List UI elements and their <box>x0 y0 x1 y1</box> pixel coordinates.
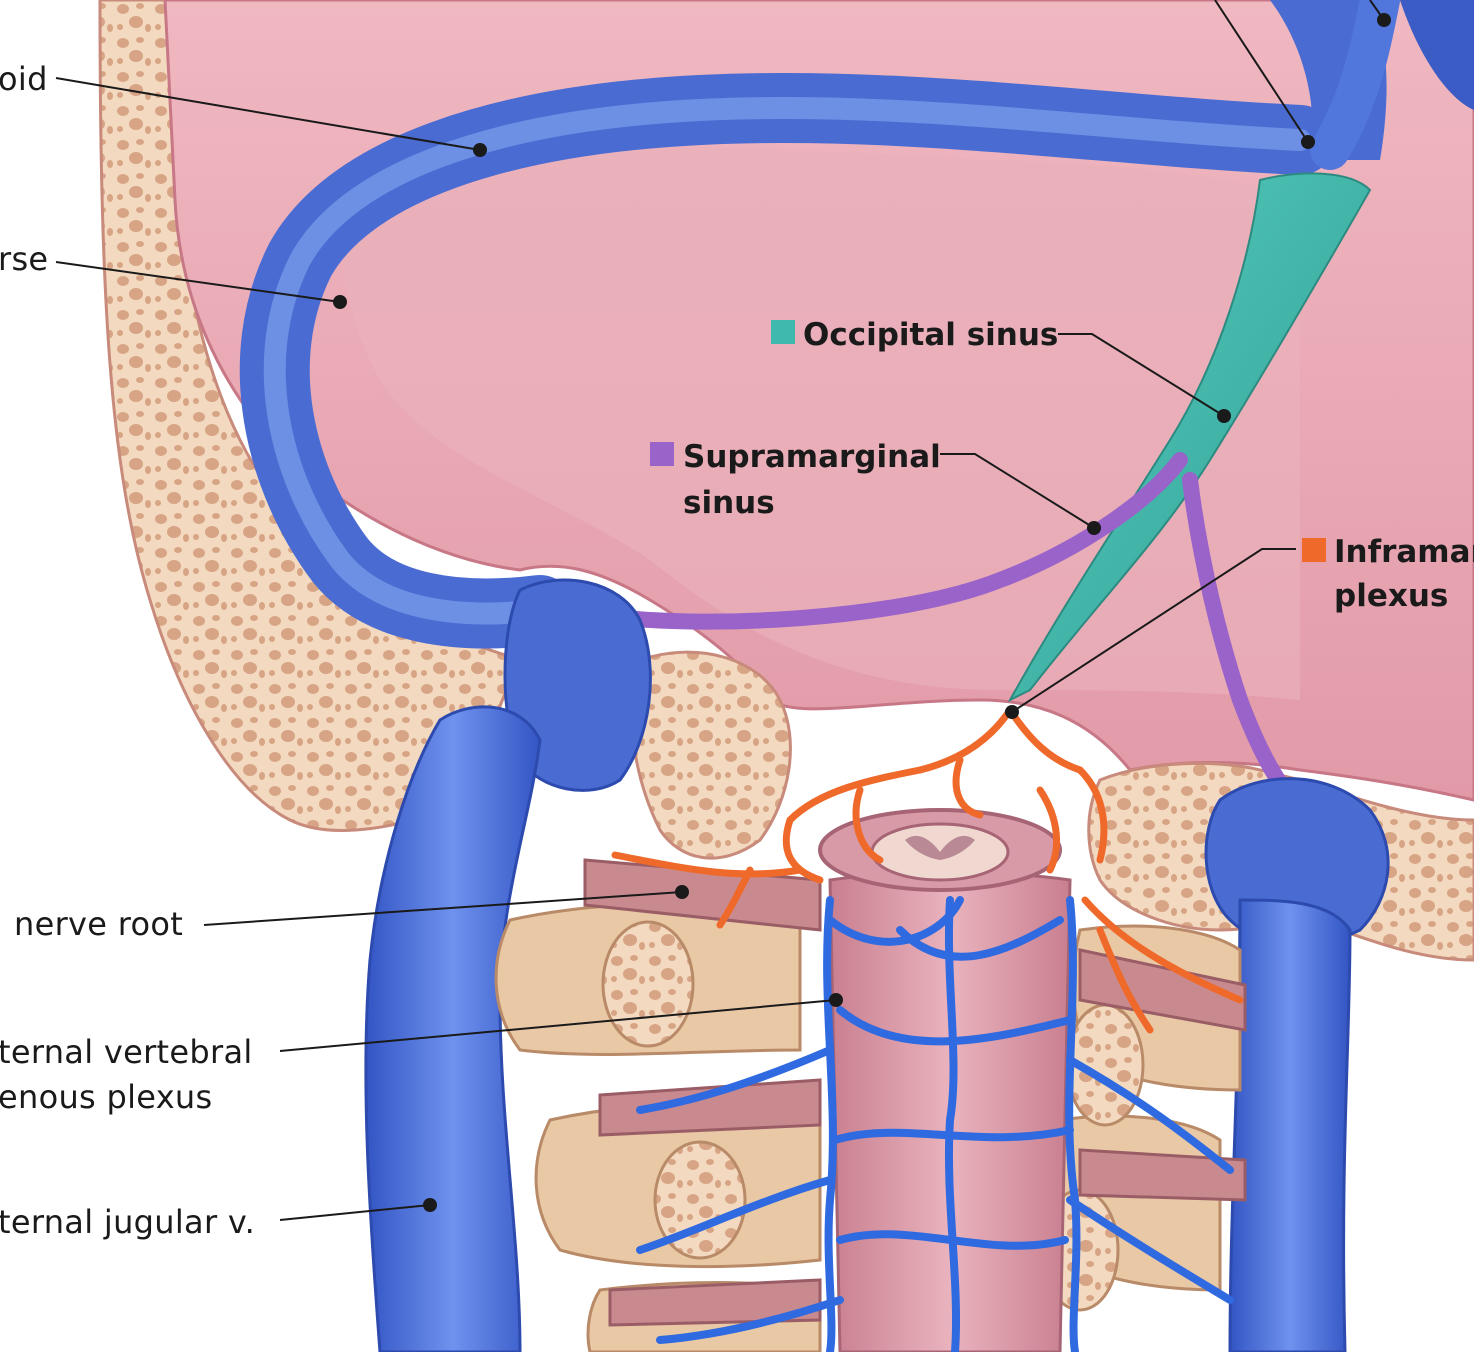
left-jugular-bulb <box>503 578 652 792</box>
label-nerve-root: nerve root <box>14 905 183 943</box>
supramarginal-sinus-swatch <box>650 442 674 466</box>
label-sigmoid: oid <box>0 60 48 98</box>
internal-vertebral-venous-plexus <box>636 896 1234 1352</box>
label-supramarginal-line2: sinus <box>683 485 775 521</box>
label-supramarginal-line1: Supramarginal <box>683 439 941 475</box>
nerve-roots <box>583 858 1247 1327</box>
label-transverse: rse <box>0 240 48 278</box>
left-internal-jugular-vein <box>364 705 542 1352</box>
transverse-sigmoid-sinus-highlight <box>263 97 1311 625</box>
supramarginal-sinus-right <box>1182 472 1293 798</box>
label-occipital-sinus: Occipital sinus <box>803 317 1058 353</box>
foramen-magnum-bone <box>630 650 792 860</box>
label-internal-jugular: ternal jugular v. <box>0 1203 255 1241</box>
supramarginal-sinus <box>592 452 1188 630</box>
superior-sagittal-sinus-edge <box>1400 0 1474 110</box>
cervical-vertebrae <box>494 901 1242 1352</box>
straight-sinus <box>1310 0 1400 170</box>
occipital-sinus-swatch <box>771 320 795 344</box>
label-inframarginal-line2: plexus <box>1334 578 1448 614</box>
spinal-cord-grey-matter <box>905 835 975 860</box>
label-internal-vertebral-line1: ternal vertebral <box>0 1033 253 1071</box>
leader-lines <box>55 0 1391 1221</box>
inframarginal-venous-plexus <box>611 706 1244 1034</box>
right-internal-jugular-vein <box>1228 898 1352 1352</box>
label-inframarginal-line1: Inframar <box>1334 534 1474 570</box>
inframarginal-plexus-swatch <box>1302 538 1326 562</box>
label-internal-vertebral-line2: enous plexus <box>0 1078 213 1116</box>
occipital-sinus <box>1007 172 1372 703</box>
